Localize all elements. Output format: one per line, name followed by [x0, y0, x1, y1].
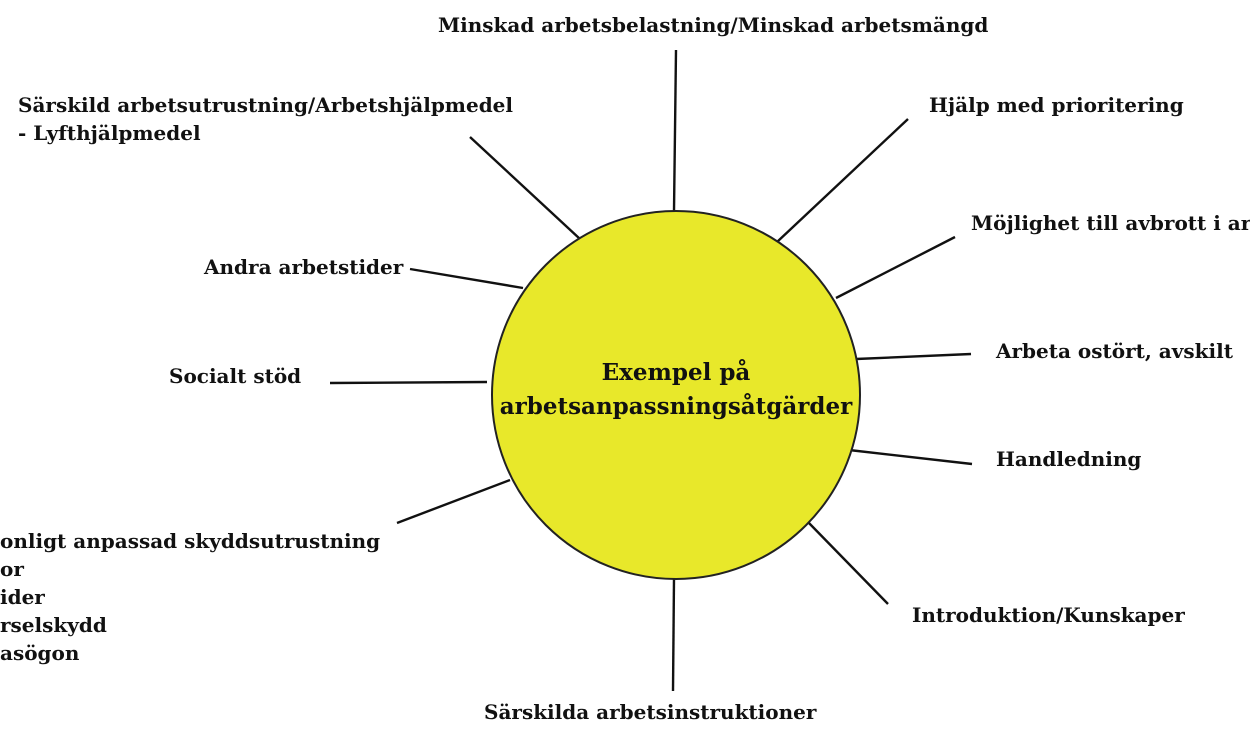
label-line: Särskilda arbetsinstruktioner: [484, 700, 817, 724]
label-priority: Hjälp med prioritering: [929, 91, 1184, 119]
connector-workload: [672, 49, 678, 212]
label-protective: onligt anpassad skyddsutrustning or ider…: [0, 527, 380, 667]
hub-title-line-2: arbetsanpassningsåtgärder: [499, 393, 853, 420]
connector-social: [329, 380, 488, 385]
label-breaks: Möjlighet till avbrott i arb: [971, 209, 1250, 237]
label-line: Möjlighet till avbrott i arb: [971, 211, 1250, 235]
connector-protective: [396, 478, 511, 525]
connector-supervision: [848, 448, 973, 466]
label-line: Särskild arbetsutrustning/Arbetshjälpmed…: [18, 93, 513, 117]
label-line: asögon: [0, 641, 80, 665]
hub-title: Exempel på arbetsanpassningsåtgärder: [490, 356, 862, 424]
label-line: Hjälp med prioritering: [929, 93, 1184, 117]
label-workload: Minskad arbetsbelastning/Minskad arbetsm…: [438, 11, 988, 39]
label-line: Introduktion/Kunskaper: [912, 603, 1185, 627]
connector-hours: [409, 267, 524, 290]
label-instructions: Särskilda arbetsinstruktioner: [484, 698, 816, 726]
connector-introduction: [806, 520, 889, 605]
label-introduction: Introduktion/Kunskaper: [912, 601, 1185, 629]
hub-title-line-1: Exempel på: [601, 359, 751, 386]
label-social: Socialt stöd: [169, 362, 301, 390]
connector-undisturbed: [855, 352, 972, 361]
connector-priority: [776, 118, 909, 243]
label-equipment: Särskild arbetsutrustning/Arbetshjälpmed…: [18, 91, 513, 147]
label-line: or: [0, 557, 24, 581]
hub-circle: [491, 210, 861, 580]
label-line: Handledning: [996, 447, 1142, 471]
label-supervision: Handledning: [996, 445, 1141, 473]
label-line: onligt anpassad skyddsutrustning: [0, 529, 381, 553]
label-line: - Lyfthjälpmedel: [18, 121, 201, 145]
connector-equipment: [469, 136, 581, 240]
label-undisturbed: Arbeta ostört, avskilt: [996, 337, 1233, 365]
label-line: ider: [0, 585, 45, 609]
connector-instructions: [671, 577, 676, 692]
connector-breaks: [835, 235, 956, 300]
label-hours: Andra arbetstider: [204, 253, 403, 281]
label-line: Socialt stöd: [169, 364, 302, 388]
label-line: Andra arbetstider: [204, 255, 404, 279]
label-line: Minskad arbetsbelastning/Minskad arbetsm…: [438, 13, 989, 37]
label-line: rselskydd: [0, 613, 107, 637]
label-line: Arbeta ostört, avskilt: [996, 339, 1233, 363]
